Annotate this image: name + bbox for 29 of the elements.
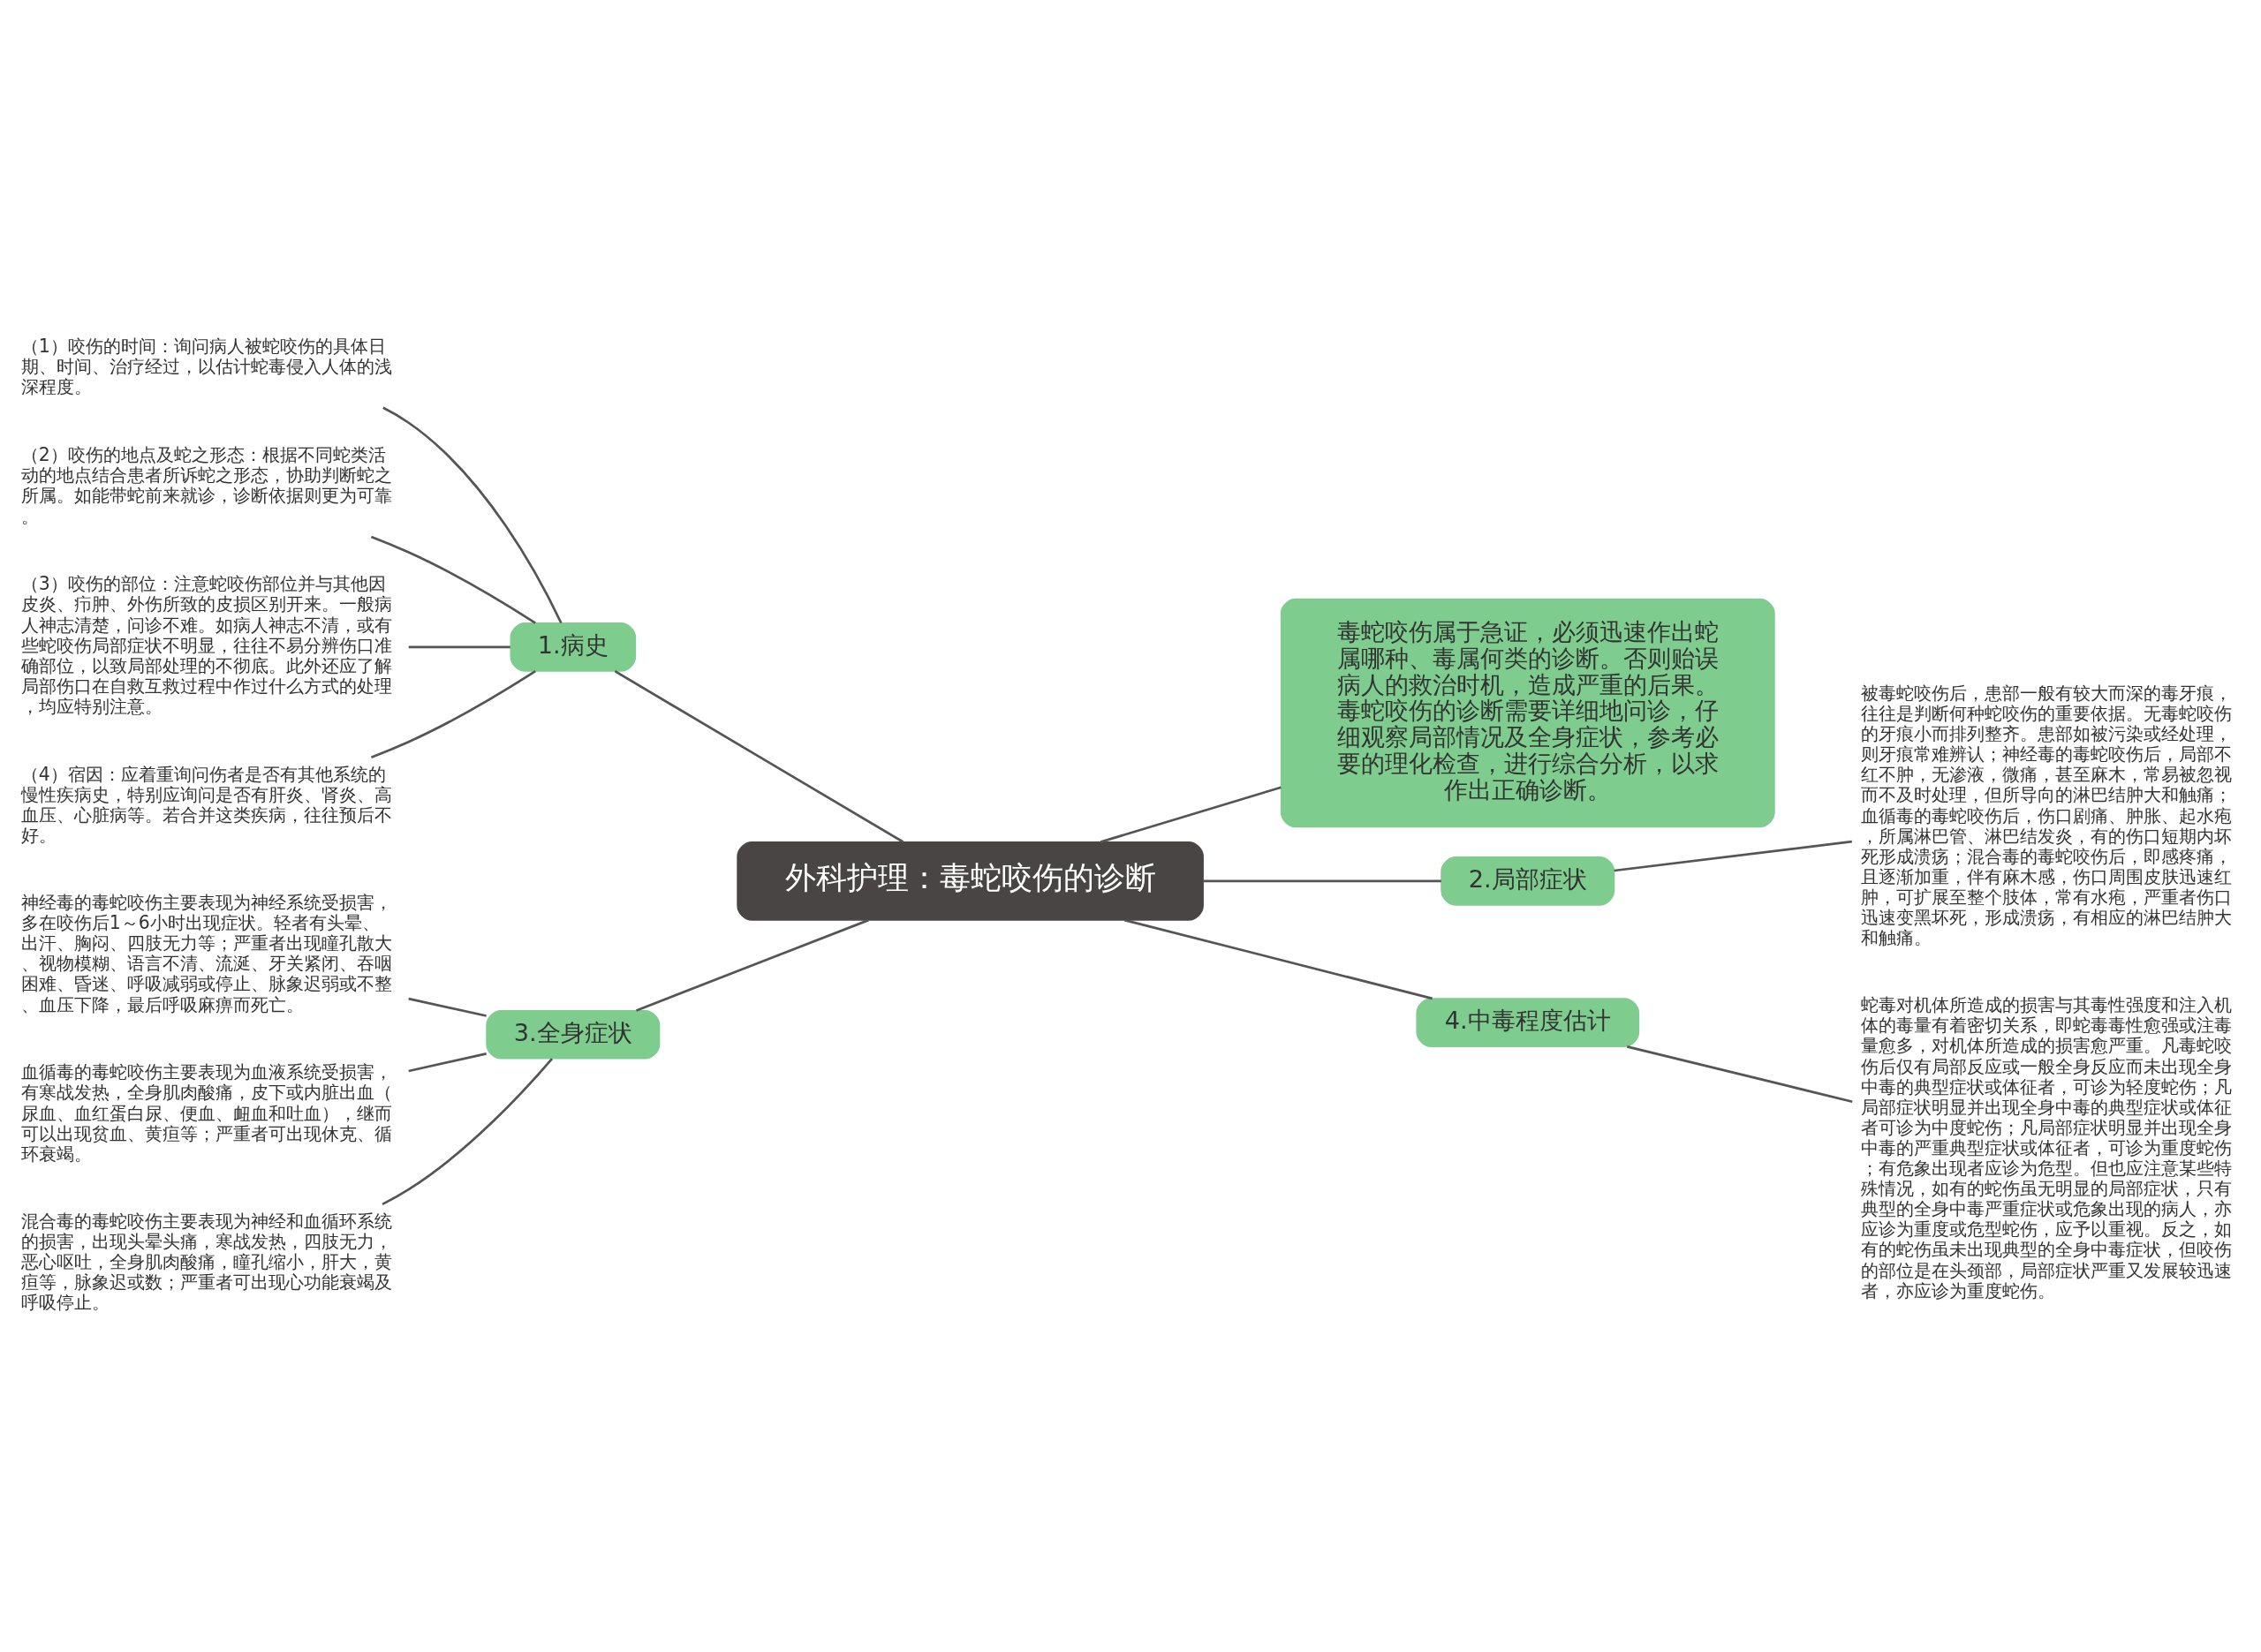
connector — [382, 406, 563, 623]
connector — [1626, 1045, 1853, 1103]
connector — [382, 1057, 554, 1205]
node-box: 4.中毒程度估计 — [1416, 997, 1640, 1047]
node-text: （1）咬伤的时间：询问病人被蛇咬伤的具体日期、时间、治疗经过，以估计蛇毒侵入人体的浅深程度。 — [20, 335, 392, 397]
node-text: 蛇毒对机体所造成的损害与其毒性强度和注入机体的毒量有着密切关系，即蛇毒毒性愈强或注毒量愈多，对机体所造成的损害愈严重。凡毒蛇咬伤后仅有局部反应或一般全身反应而未出现全身中毒的典型症状或体征者，可诊为轻度蛇伤；凡局部症状明显并出现全身中毒的典型症状或体征者可诊为中度蛇伤；凡局部症状明显并出现全身中毒的严重典型症状或体征者，可诊为重度蛇伤；有危象出现者应诊为危型。但也应注意某些特殊情况，如有的蛇伤虽无明显的局部症状，只有典型的全身中毒严重症状或危象出现的病人，亦应诊为重度或危型蛇伤，应予以重视。反之，如有的蛇伤虽未出现典型的全身中毒症状，但咬伤的部位是在头颈部，局部症状严重又发展较迅速者，亦应诊为重度蛇伤。 — [1860, 993, 2232, 1301]
connector — [408, 1052, 487, 1072]
node-box: 毒蛇咬伤属于急证，必须迅速作出蛇属哪种、毒属何类的诊断。否则贻误病人的救治时机，造成严重的后果。毒蛇咬伤的诊断需要详细地问诊，仔细观察局部情况及全身症状，参考必要的理化检查，进行综合分析，以求作出正确诊断。 — [1280, 598, 1775, 827]
node-text: （2）咬伤的地点及蛇之形态：根据不同蛇类活动的地点结合患者所诉蛇之形态，协助判断蛇之所属。如能带蛇前来就诊，诊断依据则更为可靠。 — [20, 443, 392, 527]
node-text: 被毒蛇咬伤后，患部一般有较大而深的毒牙痕，往往是判断何种蛇咬伤的重要依据。无毒蛇咬伤的牙痕小而排列整齐。患部如被污染或经处理，则牙痕常难辨认；神经毒的毒蛇咬伤后，局部不红不肿，无渗液，微痛，甚至麻木，常易被忽视而不及时处理，但所导向的淋巴结肿大和触痛；血循毒的毒蛇咬伤后，伤口剧痛、肿胀、起水疱，所属淋巴管、淋巴结发炎，有的伤口短期内坏死形成溃疡；混合毒的毒蛇咬伤后，即感疼痛，且逐渐加重，伴有麻木感，伤口周围皮肤迅速红肿，可扩展至整个肢体，常有水疱，严重者伤口迅速变黑坏死，形成溃疡，有相应的淋巴结肿大和触痛。 — [1860, 682, 2232, 948]
node-text: （3）咬伤的部位：注意蛇咬伤部位并与其他因皮炎、疖肿、外伤所致的皮损区别开来。一般病人神志清楚，问诊不难。如病人神志不清，或有些蛇咬伤局部症状不明显，往往不易分辨伤口准确部位，以致局部处理的不彻底。此外还应了解局部伤口在自救互救过程中作过什么方式的处理，均应特别注意。 — [20, 572, 392, 717]
connector — [370, 669, 536, 758]
connector — [1203, 879, 1441, 882]
node-box: 2.局部症状 — [1441, 856, 1615, 906]
connector — [1614, 840, 1852, 871]
node-text: （4）宿因：应着重询问伤者是否有其他系统的慢性疾病史，特别应询问是否有肝炎、肾炎、高血压、心脏病等。若合并这类疾病，往往预后不好。 — [20, 763, 392, 846]
node-text: 混合毒的毒蛇咬伤主要表现为神经和血循环系统的损害，出现头晕头痛，寒战发热，四肢无力，恶心呕吐，全身肌肉酸痛，瞳孔缩小，肝大，黄疸等，脉象迟或数；严重者可出现心功能衰竭及呼吸停止。 — [20, 1210, 392, 1313]
node-text: 血循毒的毒蛇咬伤主要表现为血液系统受损害，有寒战发热，全身肌肉酸痛，皮下或内脏出血（尿血、血红蛋白尿、便血、衄血和吐血），继而可以出现贫血、黄疸等；严重者可出现休克、循环衰竭。 — [20, 1060, 392, 1165]
connector — [614, 669, 904, 843]
connector — [636, 918, 869, 1012]
connector — [408, 997, 487, 1017]
connector — [1124, 918, 1433, 999]
connector — [1100, 785, 1282, 843]
node-text: 神经毒的毒蛇咬伤主要表现为神经系统受损害，多在咬伤后1～6小时出现症状。轻者有头晕、出汗、胸闷、四肢无力等；严重者出现瞳孔散大、视物模糊、语言不清、流涎、牙关紧闭、吞咽困难、昏迷、呼吸减弱或停止、脉象迟弱或不整、血压下降，最后呼吸麻痹而死亡。 — [20, 891, 392, 1015]
connector — [408, 645, 510, 648]
node-box: 1.病史 — [510, 622, 637, 672]
connector — [370, 535, 536, 624]
node-box: 外科护理：毒蛇咬伤的诊断 — [737, 841, 1204, 921]
node-box: 3.全身症状 — [486, 1009, 661, 1060]
